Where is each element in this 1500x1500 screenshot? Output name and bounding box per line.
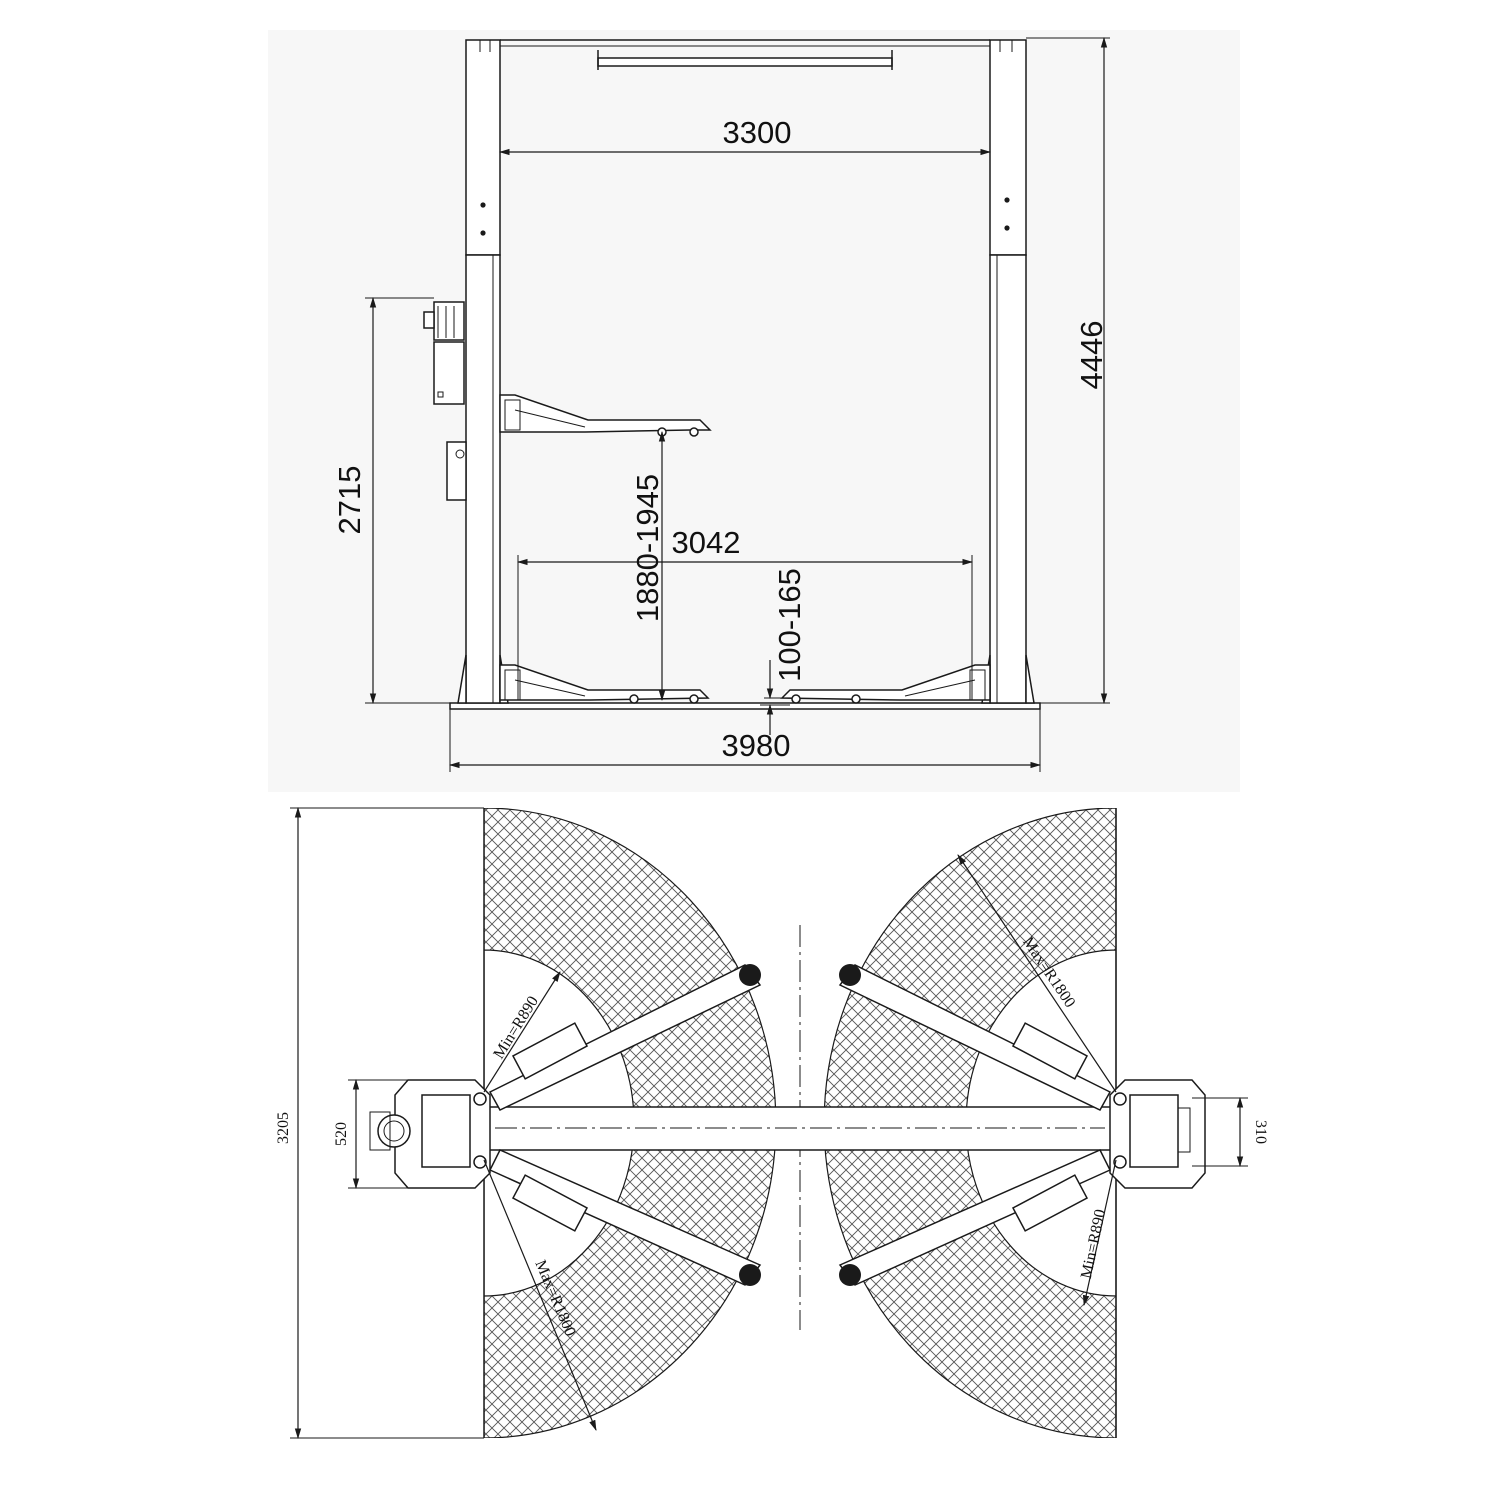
left-column-base bbox=[369, 1079, 491, 1189]
arms-left bbox=[488, 964, 762, 1286]
arms-right bbox=[838, 964, 1112, 1286]
dim-520-label: 520 bbox=[333, 1122, 350, 1146]
top-dimensions bbox=[290, 806, 1248, 1440]
radius-leaders bbox=[483, 854, 1117, 1431]
crossbeam bbox=[483, 1106, 1117, 1151]
front-view: 3300 4446 2715 1880-1945 3042 100-165 39… bbox=[268, 30, 1240, 792]
arm-lowered-left bbox=[499, 664, 710, 704]
overhead-beam bbox=[500, 39, 990, 70]
front-dimensions bbox=[365, 36, 1110, 772]
right-column bbox=[981, 39, 1035, 704]
dim-3300-label: 3300 bbox=[723, 115, 792, 150]
left-column bbox=[457, 39, 509, 704]
min-radius-right-label: Min=R890 bbox=[1078, 1208, 1109, 1280]
dim-min-height-label: 100-165 bbox=[772, 568, 807, 682]
dim-3980-label: 3980 bbox=[722, 728, 791, 763]
dim-3205-label: 3205 bbox=[275, 1112, 292, 1144]
front-view-frame bbox=[268, 30, 1240, 792]
dim-2715-label: 2715 bbox=[332, 466, 367, 535]
dim-4446-label: 4446 bbox=[1074, 321, 1109, 390]
dim-310-label: 310 bbox=[1252, 1120, 1269, 1144]
power-unit bbox=[423, 301, 467, 501]
dim-lift-height-label: 1880-1945 bbox=[630, 474, 665, 622]
dim-3042-label: 3042 bbox=[672, 525, 741, 560]
base-plate bbox=[449, 702, 1041, 710]
right-column-base bbox=[1109, 1079, 1206, 1189]
top-view: 3205 520 310 Min=R890 Min=R890 Max=R1800… bbox=[275, 806, 1269, 1440]
arm-lowered-right bbox=[780, 664, 991, 704]
